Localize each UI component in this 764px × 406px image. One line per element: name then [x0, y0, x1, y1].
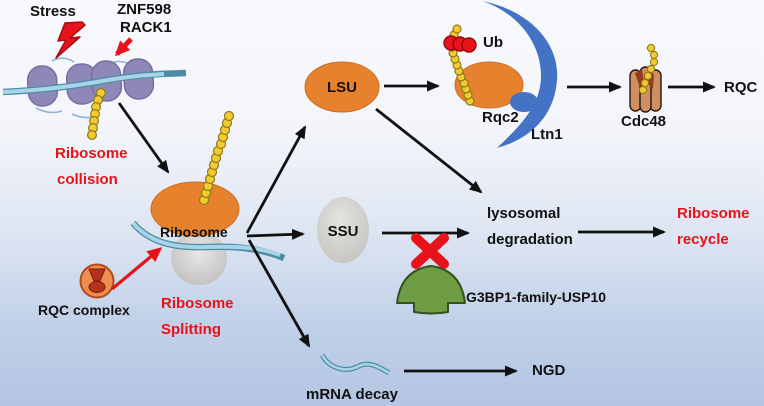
- znf598-label: ZNF598: [117, 1, 172, 18]
- ub-label: Ub: [483, 34, 503, 51]
- rqc2-icon: [510, 92, 538, 112]
- ribosome-to-lsu-arrow: [245, 125, 307, 234]
- ribosome-recycle-label-line1: Ribosome: [677, 205, 750, 222]
- ngd-label: NGD: [532, 362, 566, 379]
- ribosome-to-mrna-arrow: [247, 239, 311, 348]
- stress-label: Stress: [30, 3, 76, 20]
- lsu-label: LSU: [327, 79, 357, 96]
- g3bp1-label: G3BP1-family-USP10: [466, 289, 607, 305]
- ubiquitin-icon: [443, 35, 477, 53]
- ribosome-splitting-label-line1: Ribosome: [161, 295, 234, 312]
- ribosome-recycle-label-line2: recycle: [677, 231, 729, 248]
- ribosome-collision-label-line2: collision: [57, 171, 118, 188]
- ribosome-label: Ribosome: [160, 224, 228, 240]
- rqc-complex-arrow: [110, 247, 163, 291]
- rack1-label: RACK1: [120, 19, 172, 36]
- rqc-complex-icon: [79, 263, 115, 299]
- lsu-icon: [304, 61, 380, 113]
- lysosomal-degradation-label-line2: degradation: [487, 231, 573, 248]
- central-lsu-icon: [150, 181, 240, 237]
- g3bp1-icon: [396, 265, 466, 315]
- ltn1-label: Ltn1: [531, 126, 563, 143]
- cdc48-label: Cdc48: [621, 113, 667, 130]
- polypeptide-chain-icon: [86, 87, 106, 141]
- ssu-icon: [317, 197, 369, 263]
- red-x-icon: [411, 233, 449, 269]
- central-mrna-icon: [130, 220, 286, 262]
- collision-to-ribosome-arrow: [117, 102, 170, 174]
- rqc-label: RQC: [724, 79, 758, 96]
- mrna-strand-icon: [2, 69, 187, 96]
- znf598-arrow: [114, 37, 133, 57]
- rqc2-label: Rqc2: [482, 109, 519, 126]
- ssu-label: SSU: [327, 223, 359, 240]
- rqc-complex-label: RQC complex: [38, 302, 130, 318]
- lightning-bolt-icon: [55, 21, 86, 59]
- ribosome-to-ssu-arrow: [246, 228, 305, 240]
- ribosome-collision-label-line1: Ribosome: [55, 145, 128, 162]
- polypeptide-chain-icon: [198, 110, 235, 206]
- polypeptide-chain-icon: [638, 43, 659, 95]
- ltn1-crescent-icon: [482, 1, 558, 148]
- decayed-mrna-icon: [319, 353, 391, 376]
- ribosome-splitting-label-line2: Splitting: [161, 321, 221, 338]
- lysosomal-degradation-label-line1: lysosomal: [487, 205, 561, 222]
- mrna-decay-label: mRNA decay: [306, 386, 398, 403]
- lsu-to-lysosome-arrow: [375, 107, 483, 194]
